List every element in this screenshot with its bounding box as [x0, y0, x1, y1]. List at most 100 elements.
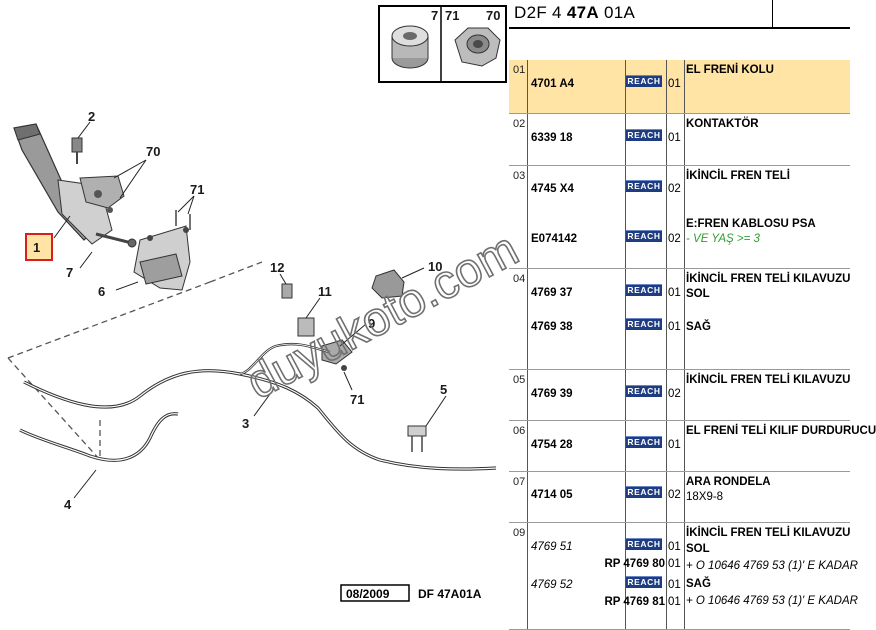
callout-box-selected — [25, 233, 53, 261]
part-description: SOL — [686, 543, 710, 555]
leader-lines — [53, 121, 447, 499]
reach-badge: REACH — [626, 385, 662, 397]
reach-badge: REACH — [626, 75, 662, 87]
part-number[interactable]: RP 4769 81 — [604, 596, 665, 608]
part-description: ARA RONDELA — [686, 476, 771, 488]
row-number: 05 — [513, 374, 526, 386]
reach-badge: REACH — [626, 436, 662, 448]
reach-badge: REACH — [626, 576, 662, 588]
contactor-switch — [71, 137, 83, 164]
parts-catalog-page: 1 2 70 71 7 6 12 11 10 9 71 3 4 5 7 71 7… — [7, 0, 876, 630]
row-number: 07 — [513, 476, 526, 488]
callout-5[interactable]: 5 — [440, 382, 447, 397]
diagram-reference-code: D2F 4 47A 01A — [514, 3, 636, 22]
callout-12[interactable]: 12 — [270, 260, 284, 275]
quantity: 02 — [668, 183, 681, 195]
footer-date-box — [340, 584, 410, 602]
quantity: 02 — [668, 388, 681, 400]
part-number[interactable]: 4754 28 — [531, 439, 573, 451]
cable-guide-9 — [321, 339, 353, 371]
part-description: E:FREN KABLOSU PSA — [686, 218, 816, 230]
nut-icon — [454, 27, 501, 67]
lever-bracket — [133, 210, 191, 291]
inset-label-71: 71 — [445, 8, 459, 23]
cable-clip-5 — [407, 425, 427, 452]
row-number: 06 — [513, 425, 526, 437]
dashed-outline — [7, 261, 263, 461]
row-number: 03 — [513, 170, 526, 182]
reach-badge: REACH — [626, 284, 662, 296]
table-row[interactable]: 04 4769 37 REACH 01 İKİNCİL FREN TELİ KILAVU… — [509, 269, 850, 370]
quantity: 01 — [668, 579, 681, 591]
part-description: + O 10646 4769 53 (1)' E KADAR — [686, 595, 858, 607]
footer-code: DF 47A01A — [418, 587, 482, 601]
callout-1[interactable]: 1 — [33, 240, 40, 255]
table-row[interactable]: 06 4754 28 REACH 01 EL FRENİ TELİ KILIF DURD… — [509, 421, 876, 472]
row-number: 01 — [513, 64, 526, 76]
reach-badge: REACH — [626, 180, 662, 192]
part-description: KONTAKTÖR — [686, 118, 759, 130]
footer-date: 08/2009 — [346, 587, 390, 601]
quantity: 01 — [668, 321, 681, 333]
part-number[interactable]: 4769 52 — [531, 579, 573, 591]
callout-4[interactable]: 4 — [64, 497, 72, 512]
cable-guide-10 — [371, 269, 405, 299]
part-number[interactable]: 4769 37 — [531, 287, 573, 299]
quantity: 01 — [668, 78, 681, 90]
table-row[interactable]: 01 4701 A4 REACH 01 EL FRENİ KOLU — [509, 60, 850, 114]
row-number: 02 — [513, 118, 526, 130]
row-number: 09 — [513, 527, 526, 539]
part-number[interactable]: 4769 38 — [531, 321, 573, 333]
watermark: duyukoto.com — [238, 223, 527, 410]
callout-10[interactable]: 10 — [428, 259, 442, 274]
reach-badge: REACH — [626, 230, 662, 242]
parts-table: D2F 4 47A 01A 01 4701 A4 REACH 01 EL FRENİ K… — [509, 0, 876, 630]
table-row[interactable]: 05 4769 39 REACH 02 İKİNCİL FREN TELİ KILAVU… — [509, 370, 850, 421]
callout-11[interactable]: 11 — [318, 284, 332, 299]
part-number[interactable]: 4745 X4 — [531, 183, 574, 195]
part-description: İKİNCİL FREN TELİ KILAVUZU — [686, 374, 851, 386]
quantity: 01 — [668, 596, 681, 608]
table-row[interactable]: 03 4745 X4 REACH 02 İKİNCİL FREN TELİ E074142… — [509, 166, 850, 269]
part-description: İKİNCİL FREN TELİ KILAVUZU — [686, 273, 851, 285]
part-description: SAĞ — [686, 578, 711, 590]
part-description: EL FRENİ TELİ KILIF DURDURUCU — [686, 425, 876, 437]
secondary-brake-cable — [23, 342, 497, 471]
quantity: 02 — [668, 233, 681, 245]
quantity: 01 — [668, 287, 681, 299]
part-description: İKİNCİL FREN TELİ — [686, 170, 790, 182]
spacer-washer-icon — [391, 25, 429, 69]
quantity: 01 — [668, 132, 681, 144]
callout-71[interactable]: 71 — [190, 182, 204, 197]
callout-2[interactable]: 2 — [88, 109, 95, 124]
part-number[interactable]: 4714 05 — [531, 489, 573, 501]
reach-badge: REACH — [626, 486, 662, 498]
callout-9[interactable]: 9 — [368, 316, 375, 331]
part-number[interactable]: 4701 A4 — [531, 78, 575, 90]
exploded-diagram: 1 2 70 71 7 6 12 11 10 9 71 3 4 5 7 71 7… — [7, 5, 528, 602]
part-number[interactable]: 4769 51 — [531, 541, 573, 553]
row-number: 04 — [513, 273, 526, 285]
quantity: 01 — [668, 541, 681, 553]
callout-71b[interactable]: 71 — [350, 392, 364, 407]
part-number[interactable]: 4769 39 — [531, 388, 573, 400]
cable-guide-12 — [281, 283, 293, 299]
quantity: 01 — [668, 439, 681, 451]
callout-70[interactable]: 70 — [146, 144, 160, 159]
part-number[interactable]: RP 4769 80 — [604, 558, 665, 570]
part-number[interactable]: E074142 — [531, 233, 578, 245]
callout-3[interactable]: 3 — [242, 416, 249, 431]
part-number[interactable]: 6339 18 — [531, 132, 573, 144]
reach-badge: REACH — [626, 538, 662, 550]
reach-badge: REACH — [626, 318, 662, 330]
inset-label-70: 70 — [486, 8, 500, 23]
quantity: 01 — [668, 558, 681, 570]
part-description: EL FRENİ KOLU — [686, 64, 774, 76]
callout-7[interactable]: 7 — [66, 265, 73, 280]
part-description-detail: 18X9-8 — [686, 491, 724, 503]
brake-cable-4 — [19, 412, 179, 462]
callout-6[interactable]: 6 — [98, 284, 105, 299]
